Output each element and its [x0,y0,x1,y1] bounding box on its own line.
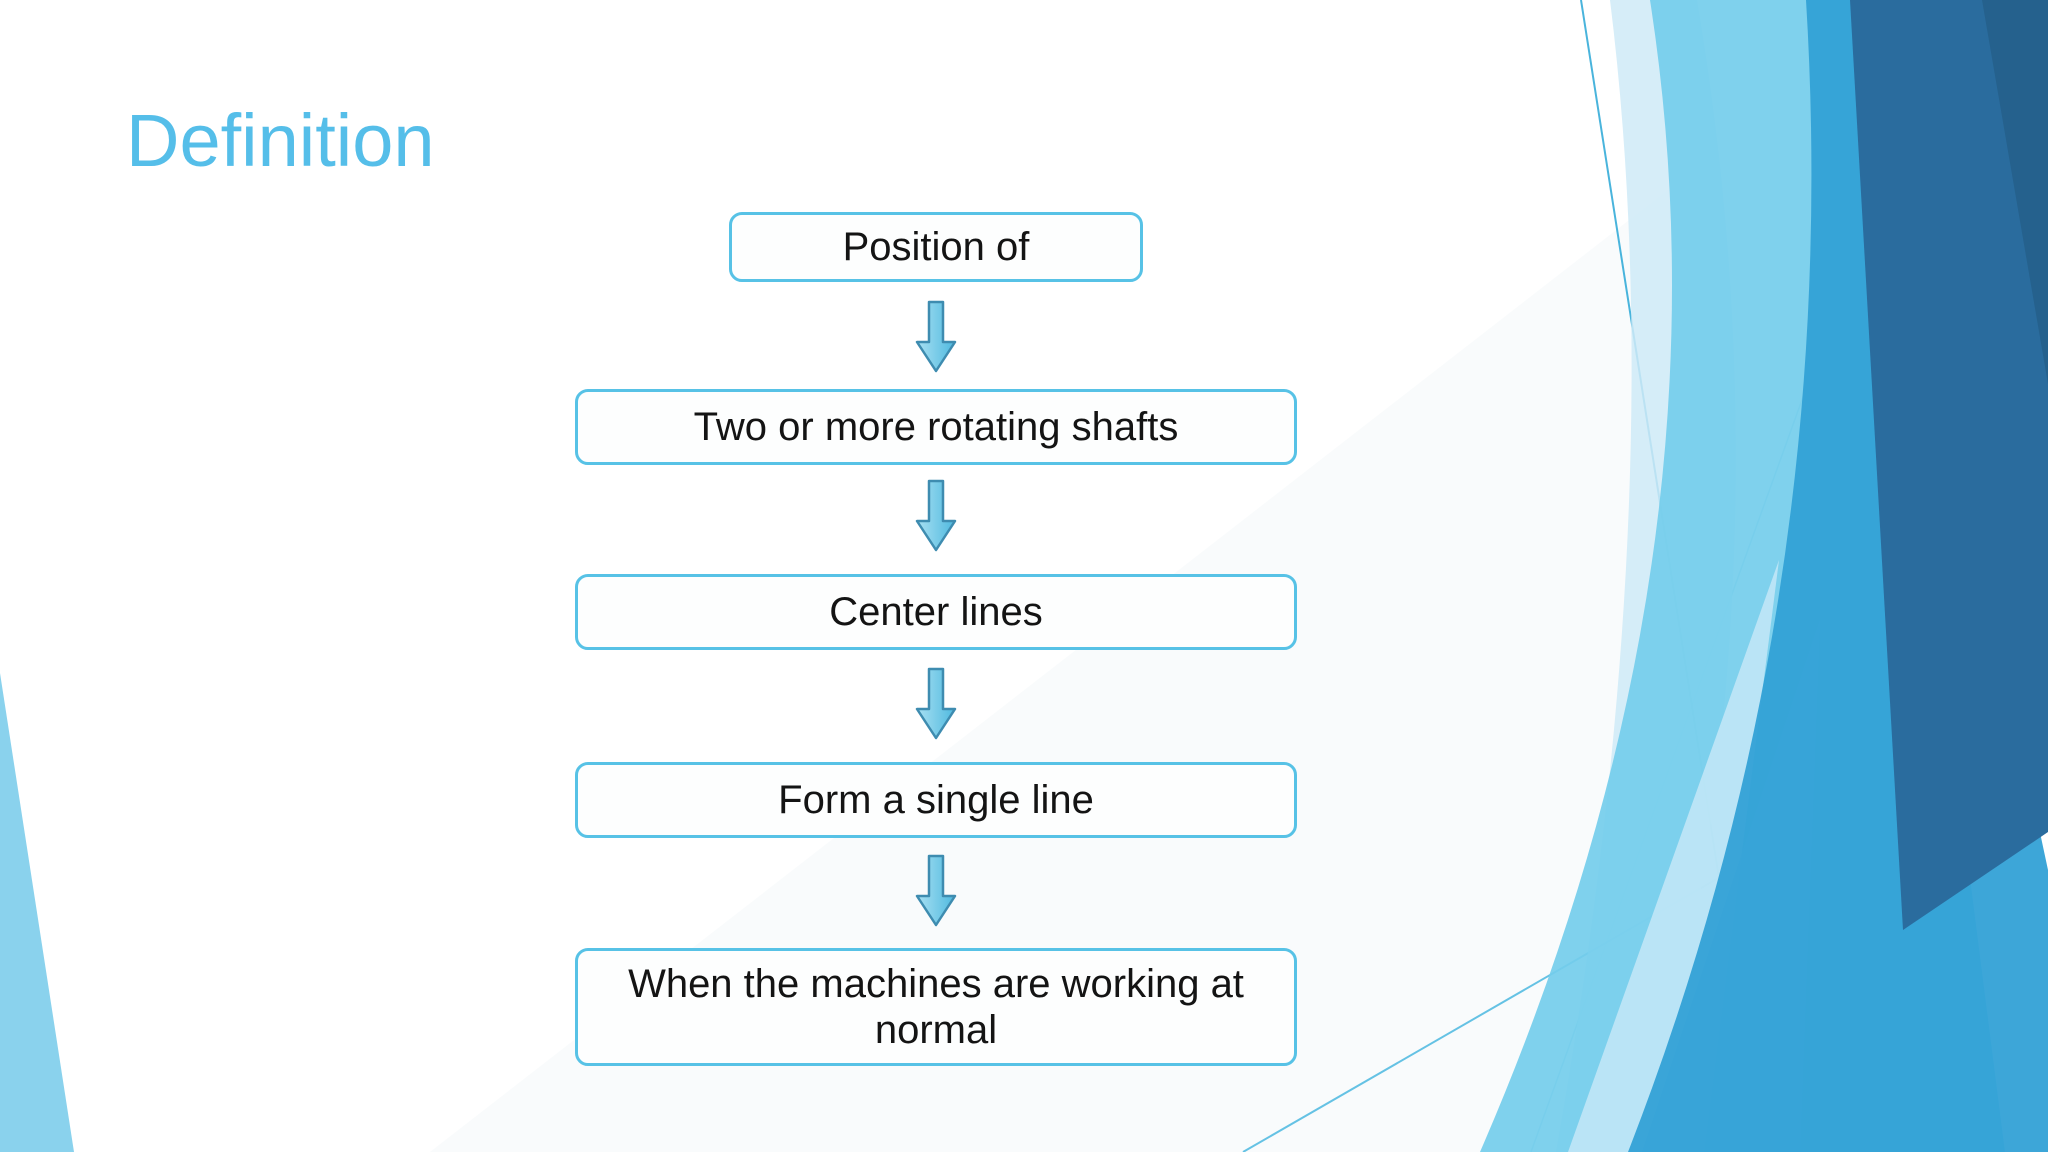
thin-diagonal-line-long [1242,687,2048,1152]
flow-box-form-a-single-line: Form a single line [575,762,1297,838]
flow-box-label: Center lines [829,590,1043,634]
flow-box-center-lines: Center lines [575,574,1297,650]
down-arrow-icon [915,667,957,740]
down-arrow-icon [915,300,957,373]
bottom-fan-mid-shape [1642,620,1820,1152]
pale-petal-shape [1556,0,1736,1152]
slide-title: Definition [126,99,435,182]
light-blue-mass-shape [1480,0,2005,1152]
flow-box-machines-working-at-normal: When the machines are working at normal [575,948,1297,1066]
flow-box-label: When the machines are working at normal [628,962,1244,1052]
darker-corner-accent-shape [1982,0,2048,384]
flow-box-position-of: Position of [729,212,1143,282]
thin-diagonal-line-faint [1530,0,1947,1152]
dark-blue-wedge-shape [1850,0,2048,930]
medium-blue-wedge-shape [1628,0,2048,1152]
bottom-fan-pale-shape [1568,560,1779,1152]
thin-diagonal-line-left [1580,0,1763,1152]
down-arrow-icon [915,854,957,927]
flow-box-label: Position of [842,225,1030,269]
flow-box-label: Two or more rotating shafts [693,405,1179,449]
flow-box-two-or-more-rotating-shafts: Two or more rotating shafts [575,389,1297,465]
corner-triangle-shape [0,673,74,1152]
flow-box-label: Form a single line [778,778,1094,822]
down-arrow-icon [915,479,957,552]
